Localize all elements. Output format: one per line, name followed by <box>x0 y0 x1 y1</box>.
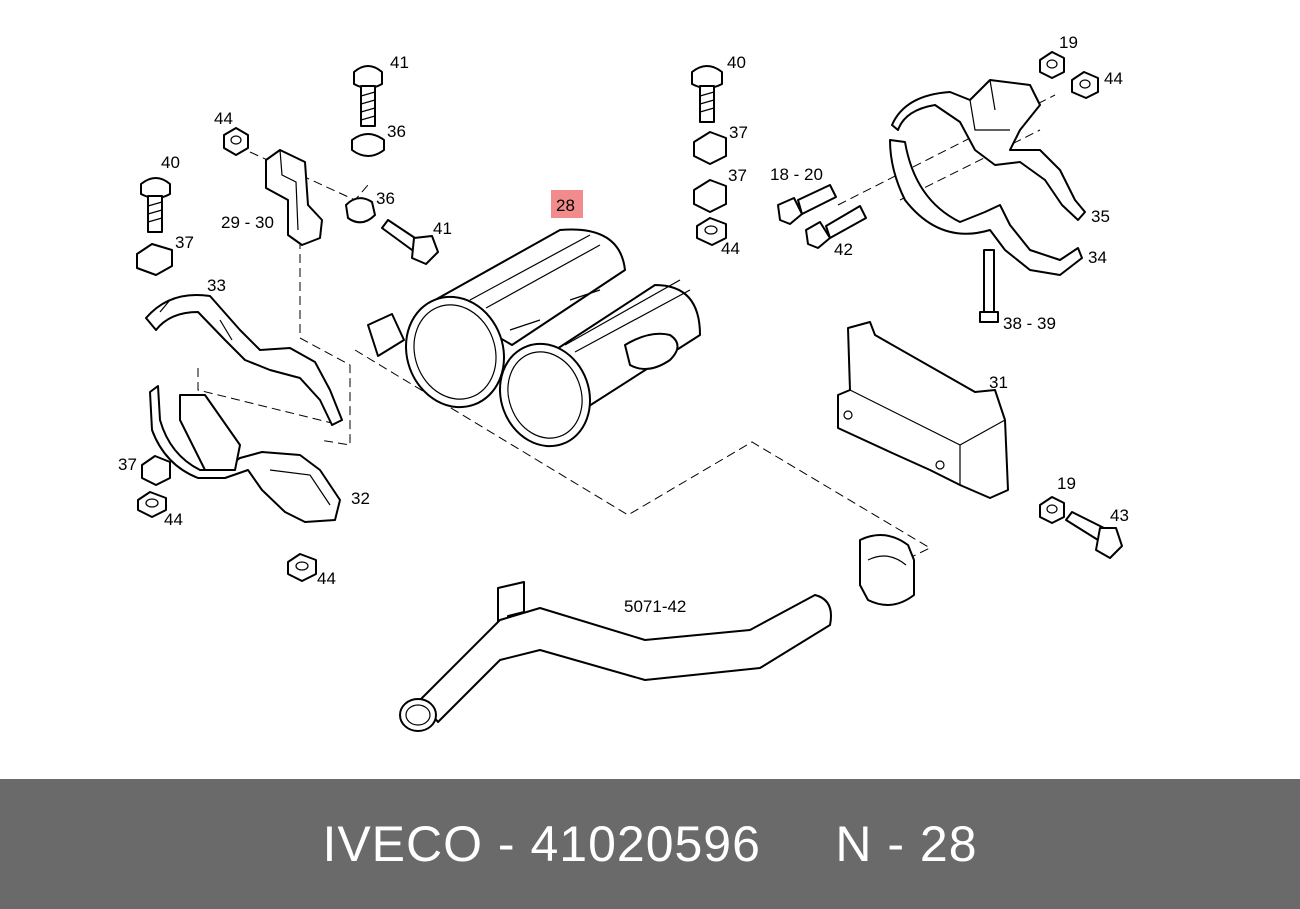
label-28[interactable]: 28 <box>556 196 575 215</box>
label-18-20[interactable]: 18 - 20 <box>770 165 823 184</box>
nut-44-bottom <box>287 553 317 582</box>
bracket-31 <box>837 321 1009 499</box>
bolt-40-center <box>691 65 723 123</box>
stud-38-39 <box>979 249 999 323</box>
label-41-top[interactable]: 41 <box>390 53 409 72</box>
label-19-lower-right[interactable]: 19 <box>1057 474 1076 493</box>
label-43[interactable]: 43 <box>1110 506 1129 525</box>
label-40-center[interactable]: 40 <box>727 53 746 72</box>
pipe-5071-42 <box>399 581 832 732</box>
bolt-43 <box>1065 511 1123 559</box>
highlight-box-28 <box>551 190 583 218</box>
label-37-center-top[interactable]: 37 <box>729 123 748 142</box>
square-nut-37-center-top <box>693 131 727 165</box>
label-31[interactable]: 31 <box>989 373 1008 392</box>
label-32[interactable]: 32 <box>351 489 370 508</box>
nut-44-left-top <box>223 127 249 156</box>
bolt-40-left <box>140 177 171 233</box>
square-nut-37-left <box>136 243 173 276</box>
bracket-32 <box>149 385 341 523</box>
label-38-39[interactable]: 38 - 39 <box>1003 314 1056 333</box>
label-44-top-right[interactable]: 44 <box>1104 69 1123 88</box>
label-41-mid[interactable]: 41 <box>433 219 452 238</box>
label-44-lower-left[interactable]: 44 <box>164 510 183 529</box>
nut-19-lower-right <box>1039 496 1065 524</box>
label-37-left[interactable]: 37 <box>175 233 194 252</box>
nut-44-center <box>696 217 727 246</box>
label-42[interactable]: 42 <box>834 240 853 259</box>
nut-19-top-right <box>1039 51 1065 79</box>
nut-44-top-right <box>1071 71 1099 99</box>
square-nut-37-center <box>693 179 727 213</box>
exhaust-clamp <box>859 534 915 606</box>
bolt-42 <box>805 205 867 249</box>
label-40-left[interactable]: 40 <box>161 153 180 172</box>
square-nut-37-lower-left <box>141 455 171 486</box>
label-35[interactable]: 35 <box>1091 207 1110 226</box>
label-36-mid[interactable]: 36 <box>376 189 395 208</box>
bracket-29-30 <box>265 149 323 246</box>
bolt-41-mid <box>381 219 439 265</box>
label-44-left-top[interactable]: 44 <box>214 109 233 128</box>
washer-36-top <box>351 133 385 157</box>
muffler-28 <box>367 228 701 448</box>
label-37-center[interactable]: 37 <box>728 166 747 185</box>
bolt-18-20 <box>777 184 837 225</box>
footer-banner: IVECO - 41020596 N - 28 <box>0 779 1300 909</box>
clamp-half-33 <box>145 294 343 426</box>
label-33[interactable]: 33 <box>207 276 226 295</box>
label-5071-42[interactable]: 5071-42 <box>624 597 686 616</box>
bolt-41-top <box>353 65 383 127</box>
part-number-caption: IVECO - 41020596 N - 28 <box>322 816 978 872</box>
label-36-top[interactable]: 36 <box>387 122 406 141</box>
label-29-30[interactable]: 29 - 30 <box>221 213 274 232</box>
part-labels: 41 36 44 40 36 29 - 30 41 37 33 37 44 32… <box>118 33 1129 616</box>
parts-diagram: 28 41 36 44 40 36 29 - 30 41 37 33 37 44… <box>118 33 1129 732</box>
washer-36-mid <box>345 197 376 224</box>
label-44-center[interactable]: 44 <box>721 239 740 258</box>
clamp-assembly-right <box>889 79 1086 276</box>
label-44-bottom[interactable]: 44 <box>317 569 336 588</box>
label-19-top-right[interactable]: 19 <box>1059 33 1078 52</box>
label-34[interactable]: 34 <box>1088 248 1107 267</box>
label-37-lower-left[interactable]: 37 <box>118 455 137 474</box>
exploded-view-drawing: 28 41 36 44 40 36 29 - 30 41 37 33 37 44… <box>118 33 1129 732</box>
nut-44-lower-left <box>137 491 167 518</box>
